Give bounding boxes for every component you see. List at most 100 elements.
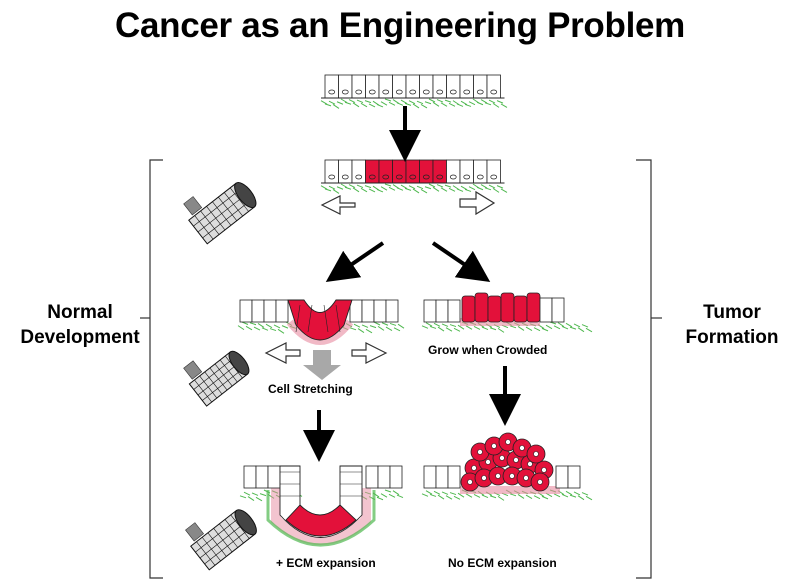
deep-fold-cell [389, 465, 403, 489]
top-cell [419, 74, 434, 99]
top-cell [405, 74, 420, 99]
fold-red-cells [287, 299, 353, 341]
caption-grow-when-crowded: Grow when Crowded [428, 343, 548, 357]
epithelium-fold-deep [239, 465, 404, 547]
tumor-normal-cell [555, 465, 569, 489]
nucleus [436, 174, 444, 180]
red-cell [486, 159, 501, 184]
red-cell [365, 159, 380, 184]
nucleus [490, 89, 498, 95]
red-cell [432, 159, 447, 184]
right-label-line-1: Tumor [703, 302, 761, 323]
nucleus [368, 174, 376, 180]
fold-cell [263, 299, 277, 323]
left-label-line-1: Normal [47, 302, 113, 323]
deep-fold-cell [365, 465, 379, 489]
nucleus [328, 89, 336, 95]
top-cell [486, 74, 501, 99]
fold-cell [385, 299, 399, 323]
nucleus [395, 89, 403, 95]
left-bracket [140, 159, 163, 579]
tube-cube [185, 522, 204, 542]
right-label-line-2: Formation [685, 327, 779, 348]
tube-end [234, 182, 257, 209]
nucleus [449, 89, 457, 95]
left-label-line-2: Development [20, 327, 140, 348]
nucleus [422, 89, 430, 95]
epithelium-top [320, 74, 508, 109]
top-cell [338, 74, 353, 99]
deep-fold-cell [377, 465, 391, 489]
tube-icon-2 [183, 350, 250, 407]
nucleus [409, 174, 417, 180]
nucleus [481, 475, 487, 481]
top-cell [446, 74, 461, 99]
hollow-arrow-stretch-right [351, 342, 388, 364]
nucleus [449, 174, 457, 180]
nucleus [382, 89, 390, 95]
hollow-arrow-stretch-left [264, 342, 301, 364]
tumor-normal-cell [435, 465, 449, 489]
top-cell [378, 74, 393, 99]
crowd-red-cell [474, 292, 489, 323]
nucleus [495, 473, 501, 479]
deep-fold-cell [267, 465, 281, 489]
top-cell [365, 74, 380, 99]
fold-cell [251, 299, 265, 323]
nucleus [422, 174, 430, 180]
nucleus [490, 174, 498, 180]
nucleus [513, 457, 519, 463]
red-cell [378, 159, 393, 184]
nucleus [341, 89, 349, 95]
nucleus [537, 479, 543, 485]
nucleus [519, 445, 525, 451]
crowd-red-cell [513, 295, 528, 323]
fold-cell [361, 299, 375, 323]
nucleus [463, 174, 471, 180]
tube-end [234, 509, 257, 536]
nucleus [505, 439, 511, 445]
epithelium-fold-shallow [237, 299, 405, 345]
nucleus [368, 89, 376, 95]
top-cell [459, 74, 474, 99]
caption-ecm-expansion: + ECM expansion [276, 556, 376, 570]
hollow-arrow-left [320, 195, 356, 215]
crowd-cell [539, 297, 553, 323]
crowd-cell [435, 299, 449, 323]
nucleus [328, 174, 336, 180]
nucleus [509, 473, 515, 479]
nucleus [341, 174, 349, 180]
nucleus [527, 461, 533, 467]
epithelium-crowded [421, 292, 593, 333]
fold-cell [373, 299, 387, 323]
deep-fold-cell [255, 465, 269, 489]
tumor-normal-cell [447, 465, 461, 489]
grey-arrow-down [303, 350, 341, 380]
crowd-red-cell [500, 292, 515, 323]
nucleus [499, 455, 505, 461]
tumor-normal-cell [423, 465, 437, 489]
red-cell [419, 159, 434, 184]
arrow-diag-left [325, 241, 385, 283]
red-cell [459, 159, 474, 184]
nucleus [436, 89, 444, 95]
crowd-red-cell [526, 292, 541, 323]
red-cell [338, 159, 353, 184]
tube-cube [183, 360, 203, 380]
nucleus [467, 479, 473, 485]
top-cell [324, 74, 339, 99]
top-cell [392, 74, 407, 99]
crowd-cell [447, 299, 461, 323]
tube-icon-1 [183, 182, 257, 245]
deep-fold-cell [243, 465, 257, 489]
nucleus [476, 174, 484, 180]
red-cell [405, 159, 420, 184]
arrow-diag-right [431, 241, 491, 283]
fold-cell [275, 299, 289, 323]
left-side-label: Normal Development [20, 300, 140, 350]
caption-cell-stretching: Cell Stretching [268, 382, 353, 396]
nucleus [355, 89, 363, 95]
nucleus [476, 89, 484, 95]
